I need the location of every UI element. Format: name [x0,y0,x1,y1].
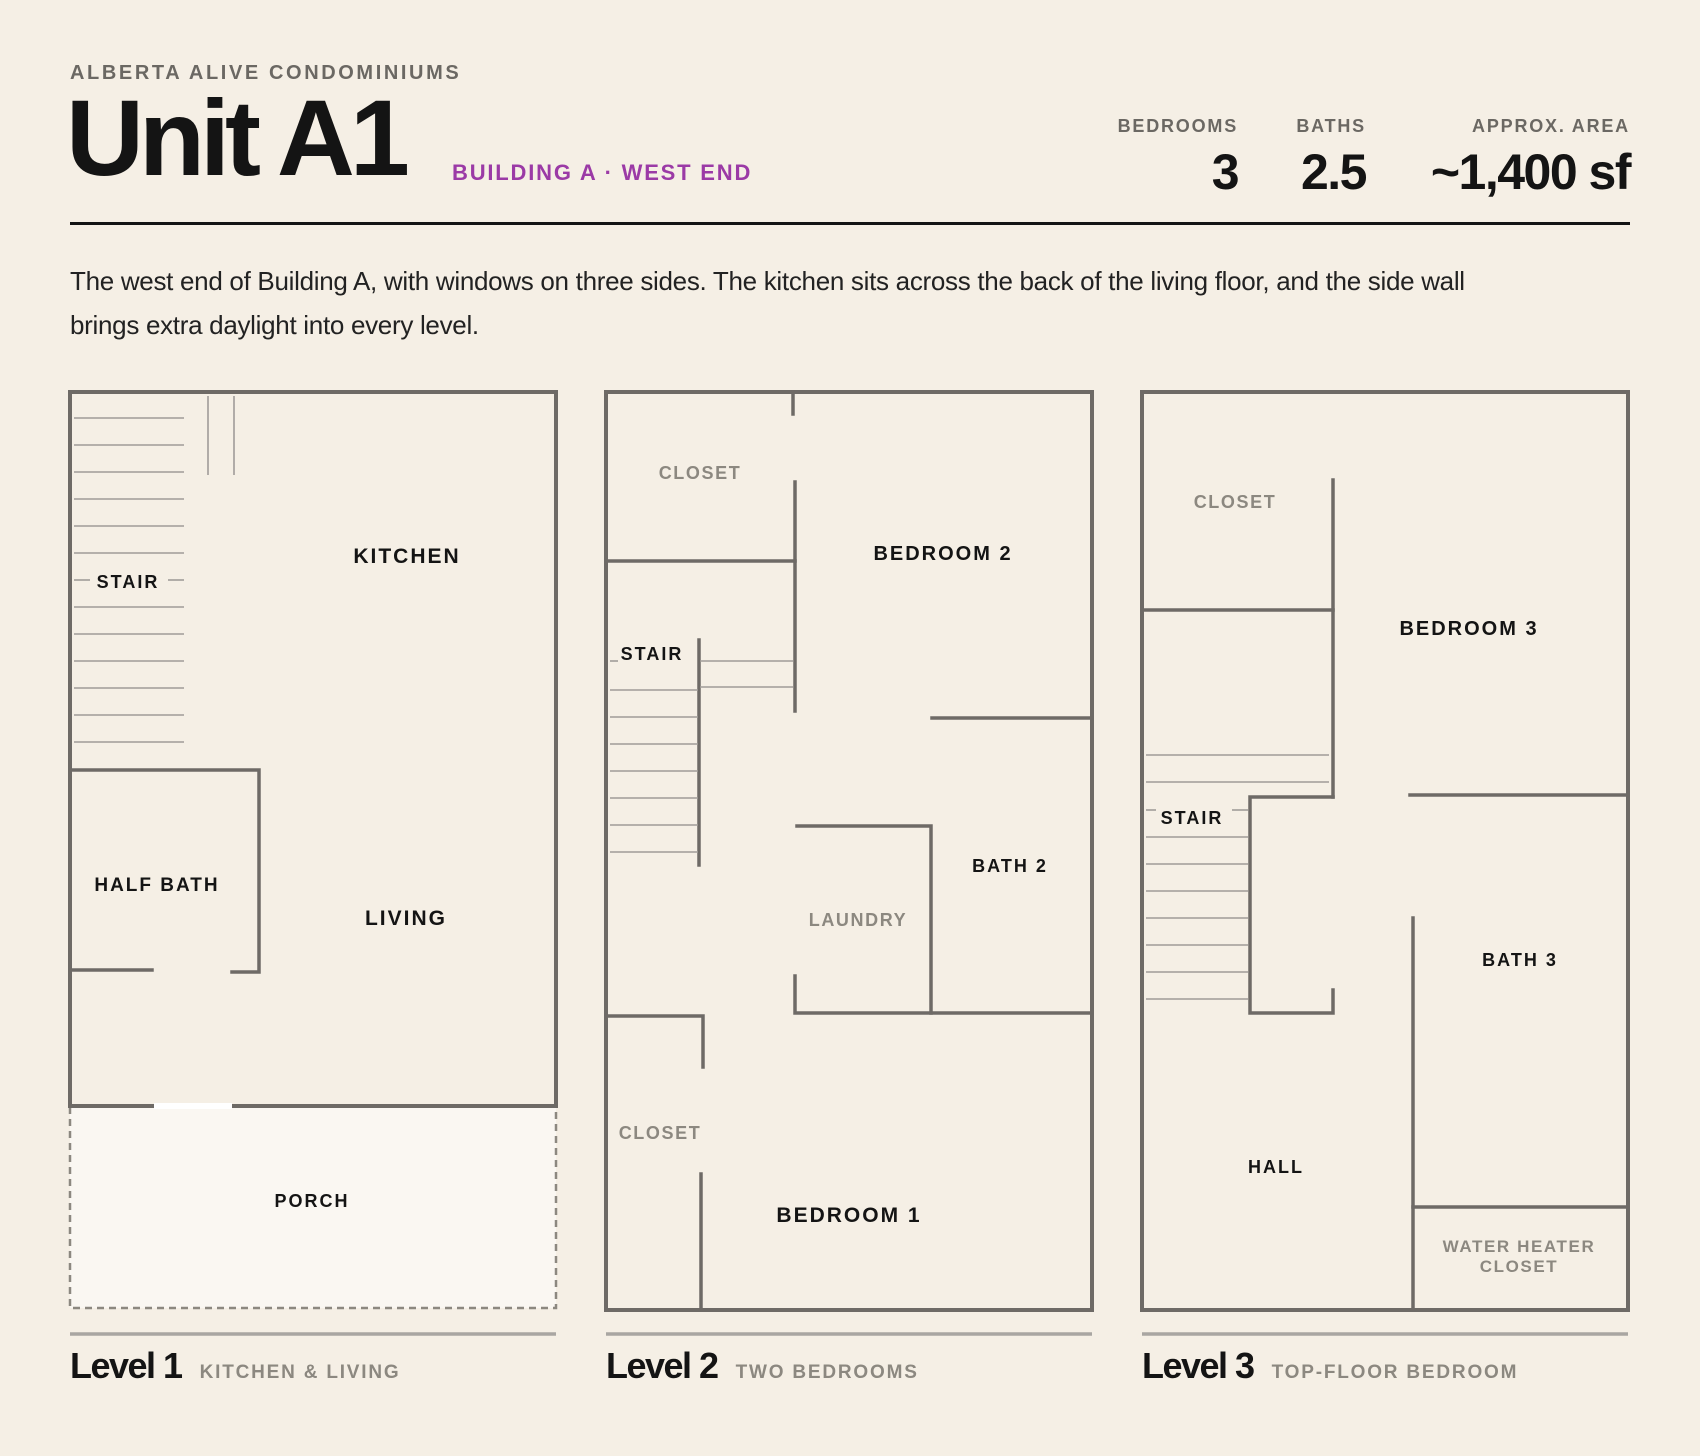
level-3-bath-3-label: BATH 3 [1482,950,1558,970]
level-2-stair-label: STAIR [621,644,684,664]
level-1-half-bath-label: HALF BATH [94,875,219,896]
level-2-bedroom-2-label: BEDROOM 2 [873,543,1012,565]
level-1-living-label: LIVING [365,907,447,930]
level-1-porch-label: PORCH [274,1191,349,1211]
level-2-bedroom-1-label: BEDROOM 1 [776,1204,921,1227]
stat-area-value: ~1,400 sf [1430,144,1632,200]
level-3-stair-label: STAIR [1161,808,1224,828]
stat-baths-value: 2.5 [1300,144,1368,200]
level-2-caption: Level 2 TWO BEDROOMS [606,1345,919,1387]
closet-bottom-wall [604,1014,705,1069]
level-3-outline [1140,390,1630,1312]
level-3-water-heater-label-line-1: WATER HEATER [1443,1237,1596,1256]
unit-subtitle: BUILDING A · WEST END [452,160,753,185]
level-1-title: Level 1 [70,1345,183,1386]
stat-bedrooms-value: 3 [1211,144,1240,200]
bath-2-south-wall [793,974,1094,1015]
level-1-outline [68,390,558,1108]
stat-area-label: APPROX. AREA [1472,116,1630,136]
level-1-kitchen-label: KITCHEN [353,545,460,568]
level-3-bedroom-3-label: BEDROOM 3 [1399,618,1538,640]
level-3-caption: Level 3 TOP-FLOOR BEDROOM [1142,1345,1518,1387]
porch-area [68,1104,558,1310]
project-name: ALBERTA ALIVE CONDOMINIUMS [70,62,462,84]
level-2-title: Level 2 [606,1345,719,1386]
level-1-plan: STAIR KITCHEN HALF BATH LIVING PORCH [68,390,558,1310]
level-2-outline [604,390,1094,1312]
level-2-laundry-label: LAUNDRY [809,910,908,930]
stat-baths-label: BATHS [1296,116,1366,136]
stat-baths: BATHS 2.5 [1296,116,1368,200]
level-2-closet-top-label: CLOSET [659,463,742,483]
level-3-water-heater-label-line-2: CLOSET [1480,1257,1559,1276]
header-rule [70,222,1630,225]
level-3-hall-label: HALL [1248,1157,1304,1177]
level-2-plan: CLOSET BEDROOM 2 STAIR BATH 2 LAUNDRY CL… [604,390,1094,1312]
stat-area: APPROX. AREA ~1,400 sf [1430,116,1632,200]
level-3-title: Level 3 [1142,1345,1255,1386]
level-2-stair-treads [610,660,793,853]
level-2-closet-bottom-label: CLOSET [619,1123,702,1143]
stair-enclosure-wall [1248,795,1335,1015]
laundry-wall [795,824,933,1015]
level-3-plan: CLOSET BEDROOM 3 STAIR BATH 3 HALL WATER… [1140,390,1630,1312]
level-2-subtitle: TWO BEDROOMS [735,1362,919,1383]
level-3-closet-label: CLOSET [1194,492,1277,512]
level-3-subtitle: TOP-FLOOR BEDROOM [1271,1362,1519,1383]
level-1-subtitle: KITCHEN & LIVING [199,1362,401,1383]
level-1-stair-label: STAIR [97,572,160,592]
stat-bedrooms: BEDROOMS 3 [1117,116,1240,200]
unit-title: Unit A1 [66,77,410,198]
level-1-caption: Level 1 KITCHEN & LIVING [70,1345,400,1387]
level-2-bath-2-label: BATH 2 [972,856,1048,876]
stat-bedrooms-label: BEDROOMS [1117,116,1238,136]
level-3-stair-treads [1146,754,1329,1000]
unit-description: The west end of Building A, with windows… [70,266,1465,340]
half-bath-wall [68,768,261,974]
level-1-stair-treads [74,396,235,743]
